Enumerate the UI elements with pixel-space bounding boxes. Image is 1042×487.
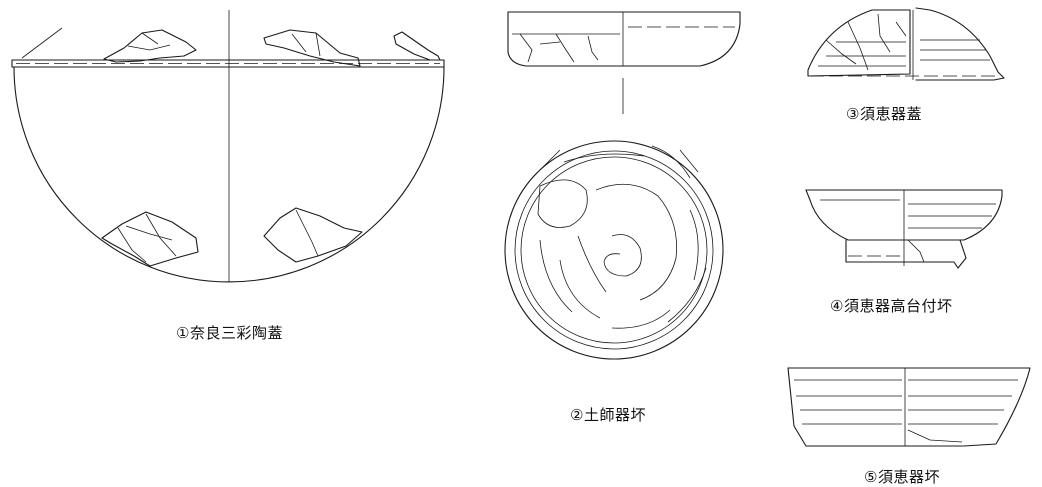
item2-caption: ②土師器坏 bbox=[570, 406, 646, 424]
item4-caption: ④須恵器高台付坏 bbox=[830, 297, 953, 315]
item5-sue-cup-drawing bbox=[787, 367, 1031, 447]
item2-haji-cup-drawing bbox=[504, 11, 741, 360]
item1-nara-sansai-lid-drawing bbox=[11, 10, 445, 283]
item1-caption: ①奈良三彩陶蓋 bbox=[176, 324, 283, 342]
item3-caption: ③須恵器蓋 bbox=[846, 105, 922, 123]
item3-sue-lid-drawing bbox=[807, 7, 1005, 81]
item5-caption: ⑤須恵器坏 bbox=[864, 468, 940, 486]
item4-sue-footed-cup-drawing bbox=[805, 189, 1003, 269]
